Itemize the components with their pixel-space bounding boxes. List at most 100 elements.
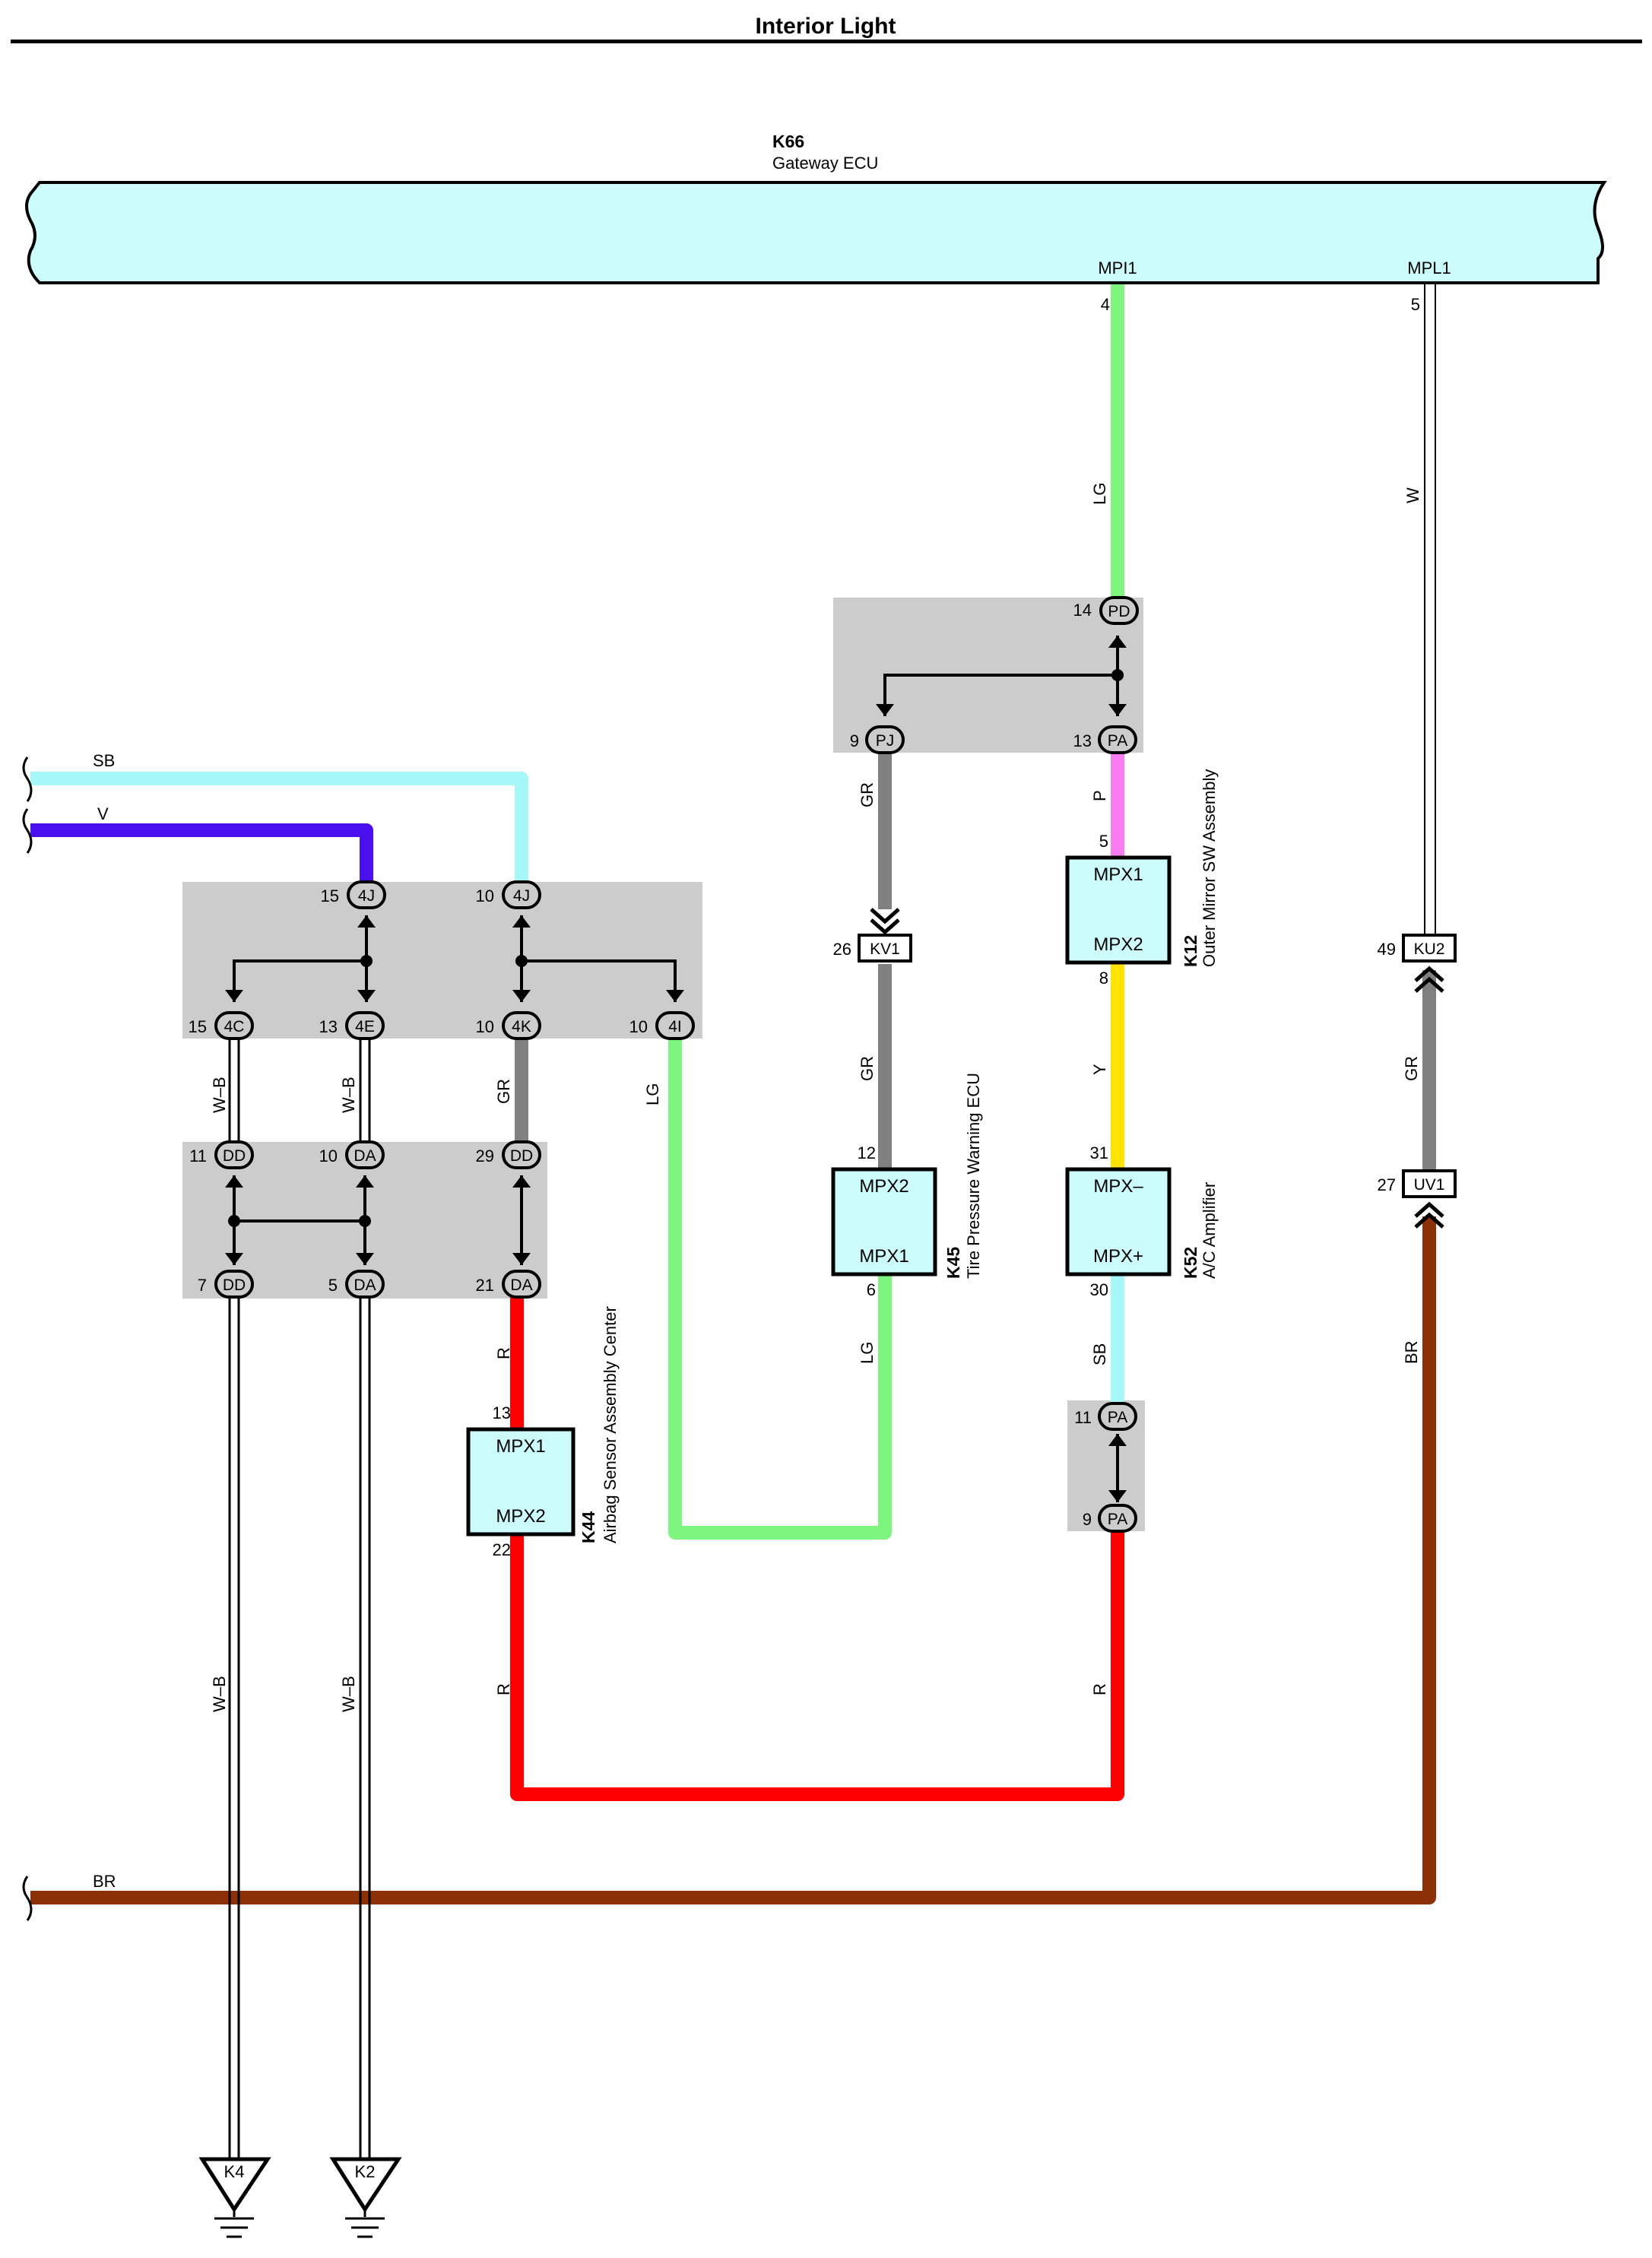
svg-text:13: 13 bbox=[319, 1017, 338, 1036]
svg-text:MPX+: MPX+ bbox=[1093, 1246, 1143, 1267]
svg-text:MPX2: MPX2 bbox=[496, 1506, 545, 1527]
component-k44: MPX1 MPX2 13 22 K44 Airbag Sensor Assemb… bbox=[466, 1306, 620, 1559]
wire-wb-4c bbox=[228, 1039, 240, 1145]
ecu-code: K66 bbox=[772, 132, 804, 151]
splice-lines-4j bbox=[233, 915, 677, 1002]
svg-text:DD: DD bbox=[223, 1147, 246, 1165]
connector-4c-15: 4C 15 bbox=[189, 1011, 254, 1040]
svg-text:10: 10 bbox=[476, 886, 494, 905]
wire-label-wb-k2: W–B bbox=[339, 1676, 358, 1712]
wire-r-bottom bbox=[510, 1531, 1124, 1801]
svg-text:KU2: KU2 bbox=[1414, 940, 1445, 958]
svg-text:29: 29 bbox=[476, 1146, 494, 1165]
wire-wb-k2 bbox=[359, 1297, 371, 2159]
svg-text:MPX1: MPX1 bbox=[496, 1436, 545, 1457]
connector-dd-7: DD 7 bbox=[198, 1270, 254, 1299]
svg-text:4I: 4I bbox=[668, 1018, 682, 1035]
wire-label-gr-pj: GR bbox=[858, 782, 877, 807]
connector-pa-9: PA 9 bbox=[1083, 1504, 1137, 1533]
wire-sb-left bbox=[30, 772, 528, 882]
ground-k2: K2 bbox=[329, 2157, 402, 2238]
ecu-pin-num-4: 4 bbox=[1101, 295, 1110, 314]
wire-br bbox=[30, 1216, 1436, 1904]
wire-label-r-k44: R bbox=[494, 1683, 513, 1695]
wire-break-left bbox=[22, 756, 33, 1921]
wire-label-gr-4k: GR bbox=[494, 1079, 513, 1104]
connector-pa-11: PA 11 bbox=[1074, 1402, 1137, 1431]
ecu-pin-mpl1: MPL1 bbox=[1407, 258, 1451, 277]
component-k45: MPX2 MPX1 12 6 K45 Tire Pressure Warning… bbox=[831, 1073, 983, 1299]
svg-text:MPX2: MPX2 bbox=[859, 1176, 908, 1197]
svg-text:6: 6 bbox=[867, 1280, 876, 1299]
svg-text:9: 9 bbox=[1083, 1510, 1092, 1529]
svg-text:31: 31 bbox=[1090, 1143, 1108, 1162]
svg-text:K4: K4 bbox=[224, 2162, 245, 2181]
svg-text:4C: 4C bbox=[224, 1018, 245, 1035]
wire-label-lg-k45: LG bbox=[858, 1342, 877, 1364]
splice-lines-pd bbox=[883, 636, 1124, 716]
wire-label-lg-4i: LG bbox=[643, 1083, 662, 1105]
wire-label-y: Y bbox=[1090, 1064, 1109, 1075]
svg-text:9: 9 bbox=[850, 731, 859, 750]
component-k12: MPX1 MPX2 5 8 K12 Outer Mirror SW Assemb… bbox=[1065, 769, 1219, 988]
ecu-pin-mpi1: MPI1 bbox=[1098, 258, 1137, 277]
svg-text:K12: K12 bbox=[1181, 935, 1200, 967]
svg-text:MPX–: MPX– bbox=[1093, 1176, 1143, 1197]
svg-text:5: 5 bbox=[328, 1276, 338, 1295]
wire-label-sb-left: SB bbox=[93, 751, 115, 770]
svg-text:PA: PA bbox=[1108, 1511, 1127, 1528]
connector-kv1: KV1 26 bbox=[833, 908, 912, 963]
wire-label-gr-ku2: GR bbox=[1402, 1056, 1421, 1081]
splice-arrows bbox=[225, 636, 1127, 1502]
connector-4k-10: 4K 10 bbox=[476, 1011, 541, 1040]
svg-text:PA: PA bbox=[1108, 732, 1127, 750]
svg-text:10: 10 bbox=[629, 1017, 648, 1036]
svg-text:A/C Amplifier: A/C Amplifier bbox=[1200, 1182, 1219, 1279]
wire-label-wb-4c: W–B bbox=[210, 1077, 229, 1113]
connector-4j-15: 4J 15 bbox=[321, 880, 386, 909]
svg-text:KV1: KV1 bbox=[870, 940, 900, 958]
svg-text:K52: K52 bbox=[1181, 1247, 1200, 1279]
svg-text:MPX1: MPX1 bbox=[859, 1246, 908, 1267]
svg-text:22: 22 bbox=[493, 1540, 511, 1559]
connector-pd: PD 14 bbox=[1073, 596, 1139, 625]
ecu-pin-num-5: 5 bbox=[1411, 295, 1420, 314]
connector-ku2: KU2 49 bbox=[1378, 934, 1457, 993]
connector-pa-13: PA 13 bbox=[1073, 725, 1137, 754]
svg-text:DD: DD bbox=[223, 1276, 246, 1294]
wire-v-left bbox=[30, 823, 373, 882]
svg-text:MPX1: MPX1 bbox=[1093, 864, 1143, 885]
wire-label-p: P bbox=[1090, 790, 1109, 801]
svg-text:MPX2: MPX2 bbox=[1093, 934, 1143, 955]
svg-text:4E: 4E bbox=[355, 1018, 375, 1035]
svg-text:K45: K45 bbox=[943, 1247, 963, 1279]
svg-text:10: 10 bbox=[319, 1146, 338, 1165]
wire-labels: LG W P GR GR Y GR LG SB BR LG GR W–B W–B… bbox=[93, 483, 1422, 1891]
connector-da-21: DA 21 bbox=[476, 1270, 541, 1299]
connector-pj: PJ 9 bbox=[850, 725, 905, 754]
connector-dd-29: DD 29 bbox=[476, 1140, 541, 1169]
svg-text:11: 11 bbox=[1074, 1408, 1092, 1427]
svg-text:4K: 4K bbox=[512, 1018, 531, 1035]
wire-label-wb-k4: W–B bbox=[210, 1676, 229, 1712]
svg-text:5: 5 bbox=[1099, 832, 1108, 851]
svg-text:14: 14 bbox=[1073, 601, 1092, 620]
connector-da-5: DA 5 bbox=[328, 1270, 385, 1299]
wire-label-w: W bbox=[1403, 487, 1422, 503]
component-k52: MPX– MPX+ 31 30 K52 A/C Amplifier bbox=[1065, 1143, 1219, 1299]
svg-text:PD: PD bbox=[1108, 603, 1130, 620]
connector-4j-10: 4J 10 bbox=[476, 880, 541, 909]
connector-4i-10: 4I 10 bbox=[629, 1011, 695, 1040]
svg-text:PA: PA bbox=[1108, 1409, 1127, 1426]
svg-text:Airbag Sensor Assembly Center: Airbag Sensor Assembly Center bbox=[601, 1306, 620, 1543]
page-title: Interior Light bbox=[756, 14, 896, 39]
wire-label-sb-k52: SB bbox=[1090, 1343, 1109, 1365]
title-rule bbox=[11, 40, 1642, 43]
svg-text:12: 12 bbox=[858, 1143, 876, 1162]
wire-lg-k45 bbox=[668, 1039, 892, 1540]
wire-label-wb-4e: W–B bbox=[339, 1077, 358, 1113]
svg-text:K44: K44 bbox=[579, 1511, 598, 1543]
svg-text:15: 15 bbox=[189, 1017, 207, 1036]
wire-label-r-pa: R bbox=[1090, 1683, 1109, 1695]
svg-text:26: 26 bbox=[833, 940, 851, 959]
